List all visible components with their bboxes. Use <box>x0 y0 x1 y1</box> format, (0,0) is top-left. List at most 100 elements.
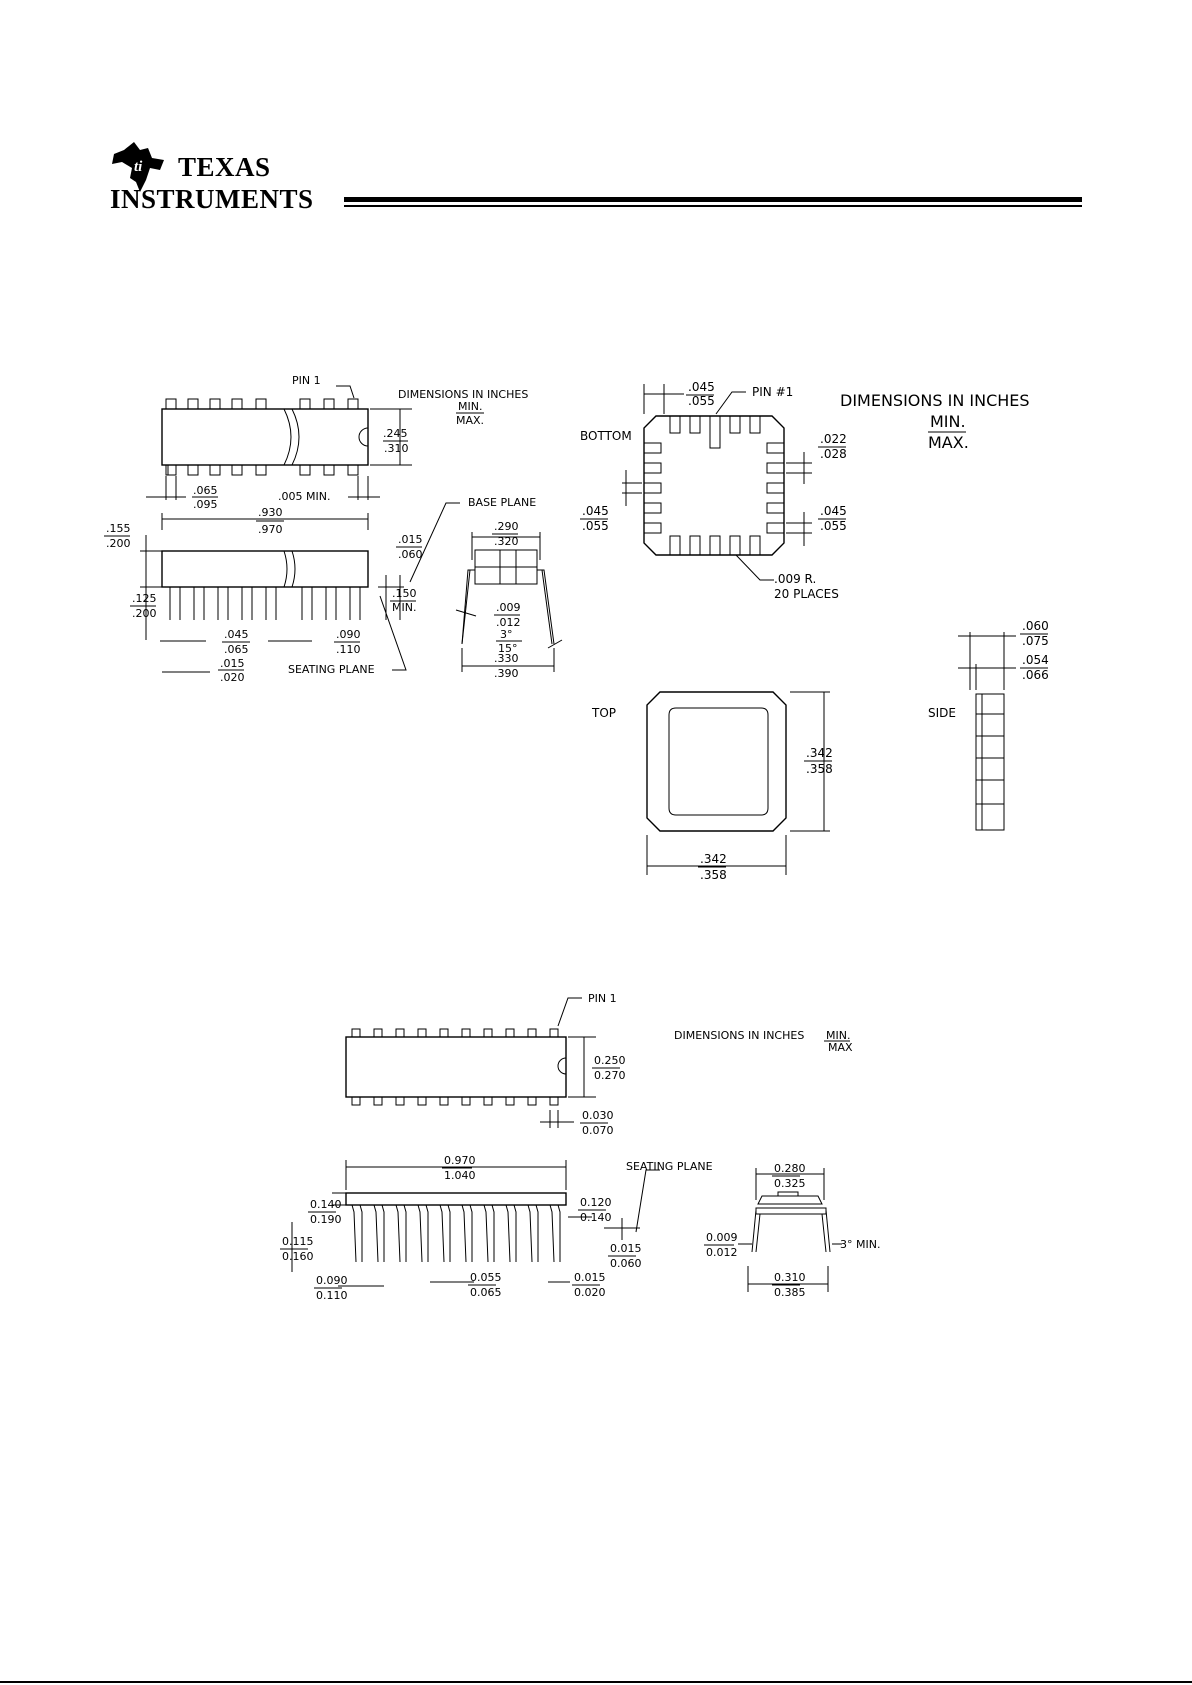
lcc20-bottom-label: BOTTOM <box>580 429 632 443</box>
dip16-lead-width-max: .020 <box>220 671 245 684</box>
dip16-end-width-max: .320 <box>494 535 519 548</box>
dip16-height-max: .200 <box>106 537 131 550</box>
dip16-seating-plane: SEATING PLANE <box>288 663 375 676</box>
dip20-thk-max: 0.012 <box>706 1246 738 1259</box>
dip20-e-max: 0.070 <box>582 1124 614 1137</box>
lcc20-radius-count: 20 PLACES <box>774 587 839 601</box>
brand-line-texas: TEXAS <box>178 152 271 182</box>
lcc20-right-pitch-min: .045 <box>820 504 847 518</box>
dip20-span-max: 0.385 <box>774 1286 806 1299</box>
lcc20-top-label: TOP <box>591 706 616 720</box>
dip20-side-view: 0.970 1.040 SEATING PLANE 0.140 0.190 <box>280 1154 713 1302</box>
dip20-width-max: 0.270 <box>594 1069 626 1082</box>
dip16-angle-max: 15° <box>498 642 518 655</box>
dip20-angle: 3° MIN. <box>840 1238 880 1251</box>
dip20-dim-title: DIMENSIONS IN INCHES <box>674 1029 804 1042</box>
ti-state-icon: ti <box>112 142 164 192</box>
lcc20-size-max: .358 <box>806 762 833 776</box>
dip20-lw-max: 0.020 <box>574 1286 606 1299</box>
lcc20-side2-min: .054 <box>1022 653 1049 667</box>
dip16-drawing: PIN 1 .245 .310 DIMENSIONS IN INCHES MIN… <box>104 374 563 684</box>
dip16-pitch-max: .110 <box>336 643 361 656</box>
texas-instruments-logo: ti TEXAS INSTRUMENTS <box>110 140 340 214</box>
dip20-pin-min: 0.055 <box>470 1271 502 1284</box>
lcc20-side-view: SIDE .060 .075 .054 .066 <box>928 619 1049 831</box>
brand-line-instruments: INSTRUMENTS <box>110 184 314 214</box>
dip16-end-view: .290 .320 .009 .012 3° 15° .330 .390 <box>455 520 563 680</box>
dip20-seating-plane: SEATING PLANE <box>626 1160 713 1173</box>
lcc20-dim-min: MIN. <box>930 412 966 431</box>
dip16-seat-max: MIN. <box>392 601 416 614</box>
dip20-end-width-min: 0.280 <box>774 1162 806 1175</box>
dip20-tt-max: 0.060 <box>610 1257 642 1270</box>
lcc20-drawing: BOTTOM .045 .055 PIN #1 .022 .028 .045 .… <box>580 380 1049 882</box>
dip16-pin1-label: PIN 1 <box>292 374 321 387</box>
dip16-pitch-min: .090 <box>336 628 361 641</box>
dip16-side-view: .930 .970 .155 .200 .125 <box>104 496 536 684</box>
lcc20-top-pitch-min: .045 <box>688 380 715 394</box>
dip16-e1-max: .095 <box>193 498 218 511</box>
dip16-length-min: .930 <box>258 506 283 519</box>
dip20-t-max: 0.140 <box>580 1211 612 1224</box>
dip20-end-width-max: 0.325 <box>774 1177 806 1190</box>
dip16-seat-min: .150 <box>392 587 417 600</box>
dip16-span-min: .330 <box>494 652 519 665</box>
footer-rule <box>0 1681 1192 1683</box>
dip20-lead-max: 0.160 <box>282 1250 314 1263</box>
lcc20-radius: .009 R. <box>774 572 816 586</box>
dip16-thickness-max: .012 <box>496 616 521 629</box>
lcc20-dim-max: MAX. <box>928 433 969 452</box>
dip20-e-min: 0.030 <box>582 1109 614 1122</box>
dip16-base-plane: BASE PLANE <box>468 496 536 509</box>
dip20-span-min: 0.310 <box>774 1271 806 1284</box>
lcc20-top-view: TOP .342 .358 .342 .358 <box>591 691 833 882</box>
dip20-lead-min: 0.115 <box>282 1235 314 1248</box>
dip16-standoff-max: .060 <box>398 548 423 561</box>
dip16-pin-width-min: .045 <box>224 628 249 641</box>
dip16-length-max: .970 <box>258 523 283 536</box>
lcc20-bottom-view: BOTTOM .045 .055 PIN #1 .022 .028 .045 .… <box>580 380 1030 601</box>
dip16-gap: .005 MIN. <box>278 490 330 503</box>
lcc20-right-pitch-max: .055 <box>820 519 847 533</box>
lcc20-pad-width-max: .028 <box>820 447 847 461</box>
dip20-length-max: 1.040 <box>444 1169 476 1182</box>
lcc20-side-label: SIDE <box>928 706 956 720</box>
lcc20-body-min: .342 <box>700 852 727 866</box>
dip16-e1-min: .065 <box>193 484 218 497</box>
dip20-pitch-min: 0.090 <box>316 1274 348 1287</box>
dip20-pin1-label: PIN 1 <box>588 992 617 1005</box>
lcc20-dim-title: DIMENSIONS IN INCHES <box>840 391 1030 410</box>
dip16-dim-max: MAX. <box>456 414 484 427</box>
dip16-standoff-min: .015 <box>398 533 423 546</box>
lcc20-left-pitch-min: .045 <box>582 504 609 518</box>
dip16-width-min: .245 <box>383 427 408 440</box>
dip16-height-min: .155 <box>106 522 131 535</box>
dip16-pin-width-max: .065 <box>224 643 249 656</box>
dip16-end-width-min: .290 <box>494 520 519 533</box>
dip16-lead-min: .125 <box>132 592 157 605</box>
dip16-lead-max: .200 <box>132 607 157 620</box>
dip16-thickness-min: .009 <box>496 601 521 614</box>
dip20-tt-min: 0.015 <box>610 1242 642 1255</box>
header-rule-thin <box>344 205 1082 207</box>
dip20-pitch-max: 0.110 <box>316 1289 348 1302</box>
header-rule-thick <box>344 197 1082 202</box>
lcc20-top-pitch-max: .055 <box>688 394 715 408</box>
dip16-angle-min: 3° <box>500 628 513 641</box>
dip20-drawing: PIN 1 DIMENSIONS IN INCHES MIN. MAX 0.25… <box>280 992 880 1302</box>
lcc20-pad-width-min: .022 <box>820 432 847 446</box>
lcc20-pin1-label: PIN #1 <box>752 385 793 399</box>
lcc20-body-max: .358 <box>700 868 727 882</box>
dip20-end-view: 0.280 0.325 0.009 0.012 3° MIN. 0.310 0.… <box>704 1162 880 1299</box>
lcc20-side-min: .060 <box>1022 619 1049 633</box>
dip20-height-max: 0.190 <box>310 1213 342 1226</box>
dip20-height-min: 0.140 <box>310 1198 342 1211</box>
dip16-top-view: PIN 1 .245 .310 DIMENSIONS IN INCHES MIN… <box>146 374 528 511</box>
dip20-t-min: 0.120 <box>580 1196 612 1209</box>
dip16-dim-title: DIMENSIONS IN INCHES <box>398 388 528 401</box>
dip20-thk-min: 0.009 <box>706 1231 738 1244</box>
dip16-span-max: .390 <box>494 667 519 680</box>
dip20-top-view: PIN 1 DIMENSIONS IN INCHES MIN. MAX 0.25… <box>345 992 853 1137</box>
dip20-pin-max: 0.065 <box>470 1286 502 1299</box>
